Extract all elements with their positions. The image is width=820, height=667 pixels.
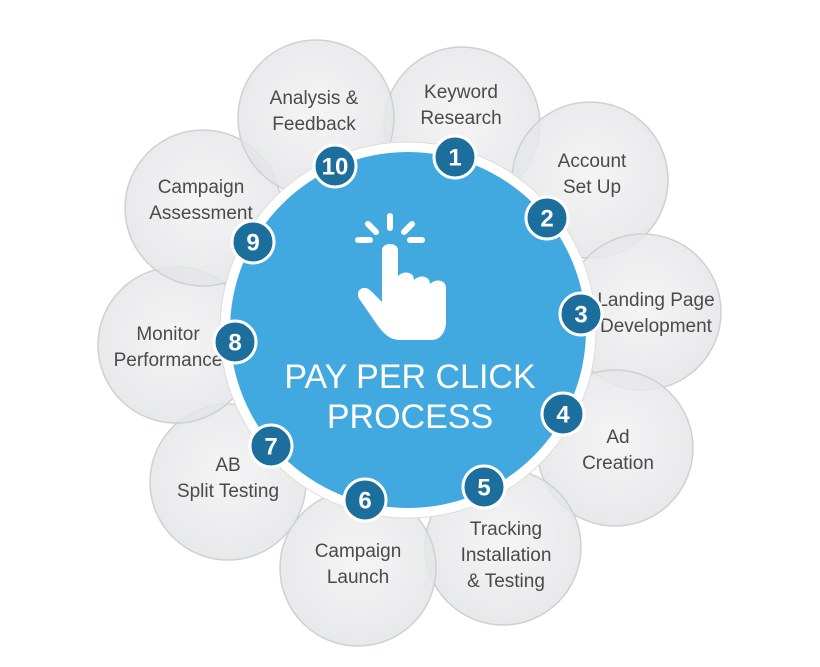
step-label-line: Research <box>420 108 501 129</box>
step-number: 5 <box>477 475 490 502</box>
step-label-line: Assessment <box>149 203 253 224</box>
step-badge-2: 2 <box>524 195 570 241</box>
step-label-line: Account <box>558 151 627 172</box>
step-badge-7: 7 <box>248 423 294 469</box>
step-label-line: Launch <box>327 567 389 588</box>
step-badge-circle <box>248 423 294 469</box>
step-label-line: Landing Page <box>597 290 714 311</box>
step-badge-circle <box>540 391 586 437</box>
step-label-line: Tracking <box>470 519 542 540</box>
step-label-line: Analysis & <box>270 88 359 109</box>
step-label-line: Campaign <box>158 177 245 198</box>
step-label-line: Split Testing <box>177 481 279 502</box>
step-badge-5: 5 <box>461 464 507 510</box>
step-label-line: Set Up <box>563 177 621 198</box>
step-badge-circle <box>312 143 358 189</box>
step-label-line: Campaign <box>315 541 402 562</box>
step-badge-4: 4 <box>540 391 586 437</box>
step-label-analysis-feedback: Analysis & Feedback <box>270 88 359 135</box>
step-badge-1: 1 <box>432 134 478 180</box>
step-badge-circle <box>342 477 388 523</box>
hand-pointer-click-icon <box>355 213 446 340</box>
step-badge-circle <box>558 291 604 337</box>
step-number: 2 <box>540 206 553 233</box>
step-label-line: Ad <box>606 427 629 448</box>
step-badge-group: 1 2 3 4 5 6 7 8 9 10 <box>212 134 604 523</box>
step-label-line: Creation <box>582 453 654 474</box>
step-label-line: & Testing <box>467 571 545 592</box>
step-badge-circle <box>212 319 258 365</box>
step-label-line: Installation <box>461 545 552 566</box>
step-badge-circle <box>230 219 276 265</box>
step-badge-9: 9 <box>230 219 276 265</box>
step-number: 3 <box>574 302 587 329</box>
step-number: 10 <box>322 154 349 181</box>
step-label-line: Performance <box>114 350 223 371</box>
step-label-line: Feedback <box>272 114 356 135</box>
step-number: 8 <box>228 330 241 357</box>
step-badge-6: 6 <box>342 477 388 523</box>
step-number: 4 <box>556 402 570 429</box>
step-label-ab-split-testing: AB Split Testing <box>177 455 279 502</box>
step-number: 6 <box>358 488 371 515</box>
step-badge-circle <box>461 464 507 510</box>
step-badge-8: 8 <box>212 319 258 365</box>
step-badge-3: 3 <box>558 291 604 337</box>
center-title-line-1: PAY PER CLICK <box>284 358 536 396</box>
step-number: 1 <box>448 145 461 172</box>
step-label-line: AB <box>215 455 240 476</box>
step-number: 9 <box>246 230 259 257</box>
center-hub: PAY PER CLICK PROCESS <box>219 141 597 519</box>
step-label-line: Monitor <box>136 324 200 345</box>
step-number: 7 <box>264 434 277 461</box>
step-badge-10: 10 <box>312 143 358 189</box>
step-label-line: Keyword <box>424 82 498 103</box>
step-badge-circle <box>432 134 478 180</box>
center-title-line-2: PROCESS <box>327 398 493 436</box>
step-badge-circle <box>524 195 570 241</box>
step-label-line: Development <box>600 316 713 337</box>
